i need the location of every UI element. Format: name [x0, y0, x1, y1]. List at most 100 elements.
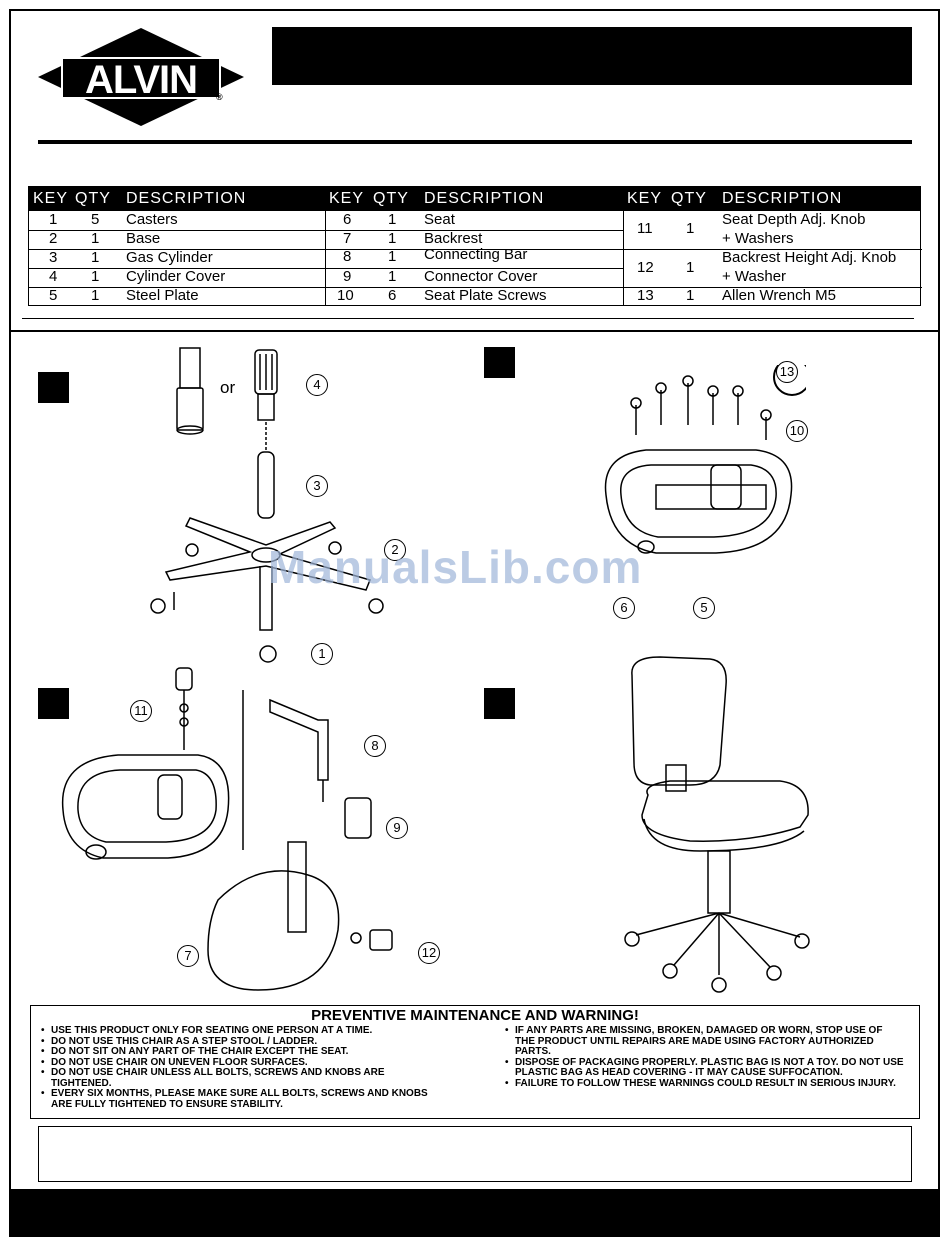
header-key: KEY: [329, 190, 365, 207]
part-qty: 1: [686, 259, 695, 276]
logo-text: ALVIN: [84, 58, 198, 102]
part-description: Cylinder Cover: [126, 268, 226, 285]
row-divider: [29, 249, 922, 250]
part-key: 2: [49, 230, 58, 247]
part-qty: 1: [686, 287, 695, 304]
part-key: 5: [49, 287, 58, 304]
callout-13: 13: [776, 361, 798, 383]
part-description: Backrest Height Adj. Knob: [722, 249, 897, 266]
part-description: Seat Plate Screws: [424, 287, 547, 304]
section-rule: [9, 330, 940, 332]
callout-8: 8: [364, 735, 386, 757]
warning-item: DO NOT USE CHAIR ON UNEVEN FLOOR SURFACE…: [41, 1057, 441, 1069]
callout-9: 9: [386, 817, 408, 839]
callout-11: 11: [130, 700, 152, 722]
warning-item: DISPOSE OF PACKAGING PROPERLY. PLASTIC B…: [505, 1057, 905, 1079]
callout-6: 6: [613, 597, 635, 619]
warning-list-left: USE THIS PRODUCT ONLY FOR SEATING ONE PE…: [41, 1025, 441, 1110]
callout-7: 7: [177, 945, 199, 967]
part-key: 8: [343, 248, 352, 265]
part-key: 12: [637, 259, 654, 276]
part-key: 7: [343, 230, 352, 247]
part-description-extra: + Washers: [722, 230, 794, 247]
part-key: 9: [343, 268, 352, 285]
row-divider: [29, 287, 922, 288]
part-key: 4: [49, 268, 58, 285]
column-divider: [623, 211, 624, 306]
warning-box: PREVENTIVE MAINTENANCE AND WARNING! USE …: [30, 1005, 920, 1119]
part-description: Connector Cover: [424, 268, 538, 285]
callout-10: 10: [786, 420, 808, 442]
alvin-logo: ALVIN ®: [38, 28, 244, 126]
part-qty: 1: [91, 230, 100, 247]
section-rule: [22, 318, 914, 319]
warning-item: DO NOT USE CHAIR UNLESS ALL BOLTS, SCREW…: [41, 1067, 441, 1089]
warning-item: FAILURE TO FOLLOW THESE WARNINGS COULD R…: [505, 1078, 905, 1090]
part-key: 11: [637, 220, 653, 237]
callout-1: 1: [311, 643, 333, 665]
or-label: or: [220, 378, 236, 397]
header-description: DESCRIPTION: [126, 190, 247, 207]
step-marker-3: [38, 688, 69, 719]
step-marker-2: [484, 347, 515, 378]
part-key: 6: [343, 211, 352, 228]
part-qty: 6: [388, 287, 397, 304]
part-qty: 1: [91, 249, 100, 266]
footer-bar: [9, 1189, 940, 1237]
part-qty: 1: [91, 268, 100, 285]
seat-plate-diagram: [604, 365, 806, 554]
warning-item: DO NOT USE THIS CHAIR AS A STEP STOOL / …: [41, 1036, 441, 1048]
row-divider: [29, 268, 623, 269]
registered-mark: ®: [216, 92, 223, 102]
part-description: Steel Plate: [126, 287, 199, 304]
column-divider: [325, 211, 326, 306]
header-qty: QTY: [373, 190, 409, 207]
part-description: Backrest: [424, 230, 483, 247]
warning-item: USE THIS PRODUCT ONLY FOR SEATING ONE PE…: [41, 1025, 441, 1037]
parts-table: KEY QTY DESCRIPTION KEY QTY DESCRIPTION …: [28, 186, 922, 306]
part-description: Connecting Bar: [424, 246, 528, 263]
warning-item: IF ANY PARTS ARE MISSING, BROKEN, DAMAGE…: [505, 1025, 905, 1058]
header-description: DESCRIPTION: [424, 190, 545, 207]
title-bar: [272, 27, 912, 85]
watermark-text: ManualsLib.com: [268, 541, 643, 593]
part-qty: 1: [388, 230, 397, 247]
part-qty: 1: [388, 268, 397, 285]
step-marker-1: [38, 372, 69, 403]
part-key: 1: [49, 211, 58, 228]
callout-5: 5: [693, 597, 715, 619]
part-key: 13: [637, 287, 654, 304]
part-qty: 1: [91, 287, 100, 304]
part-qty: 1: [686, 220, 695, 237]
header-key: KEY: [627, 190, 663, 207]
part-description: Gas Cylinder: [126, 249, 213, 266]
part-qty: 1: [388, 248, 397, 265]
part-description: Seat: [424, 211, 455, 228]
part-description: Base: [126, 230, 161, 247]
part-qty: 5: [91, 211, 100, 228]
backrest-assembly-diagram: [61, 667, 393, 991]
header-rule: [38, 140, 912, 144]
header-key: KEY: [33, 190, 69, 207]
base-assembly-diagram: [150, 347, 384, 663]
part-qty: 1: [388, 211, 397, 228]
step-marker-4: [484, 688, 515, 719]
callout-4: 4: [306, 374, 328, 396]
header-qty: QTY: [75, 190, 111, 207]
parts-table-header: KEY QTY DESCRIPTION KEY QTY DESCRIPTION …: [29, 187, 920, 211]
callout-3: 3: [306, 475, 328, 497]
callout-12: 12: [418, 942, 440, 964]
part-description-extra: + Washer: [722, 268, 787, 285]
header-description: DESCRIPTION: [722, 190, 843, 207]
logo-diamond-icon: [38, 28, 244, 126]
warning-title: PREVENTIVE MAINTENANCE AND WARNING!: [311, 1007, 639, 1024]
part-key: 3: [49, 249, 58, 266]
warning-list-right: IF ANY PARTS ARE MISSING, BROKEN, DAMAGE…: [505, 1025, 905, 1090]
header-qty: QTY: [671, 190, 707, 207]
part-key: 10: [337, 287, 354, 304]
row-divider: [29, 230, 623, 231]
part-description: Seat Depth Adj. Knob: [722, 211, 866, 228]
warning-item: DO NOT SIT ON ANY PART OF THE CHAIR EXCE…: [41, 1046, 441, 1058]
part-description: Allen Wrench M5: [722, 287, 836, 304]
part-description: Casters: [126, 211, 178, 228]
